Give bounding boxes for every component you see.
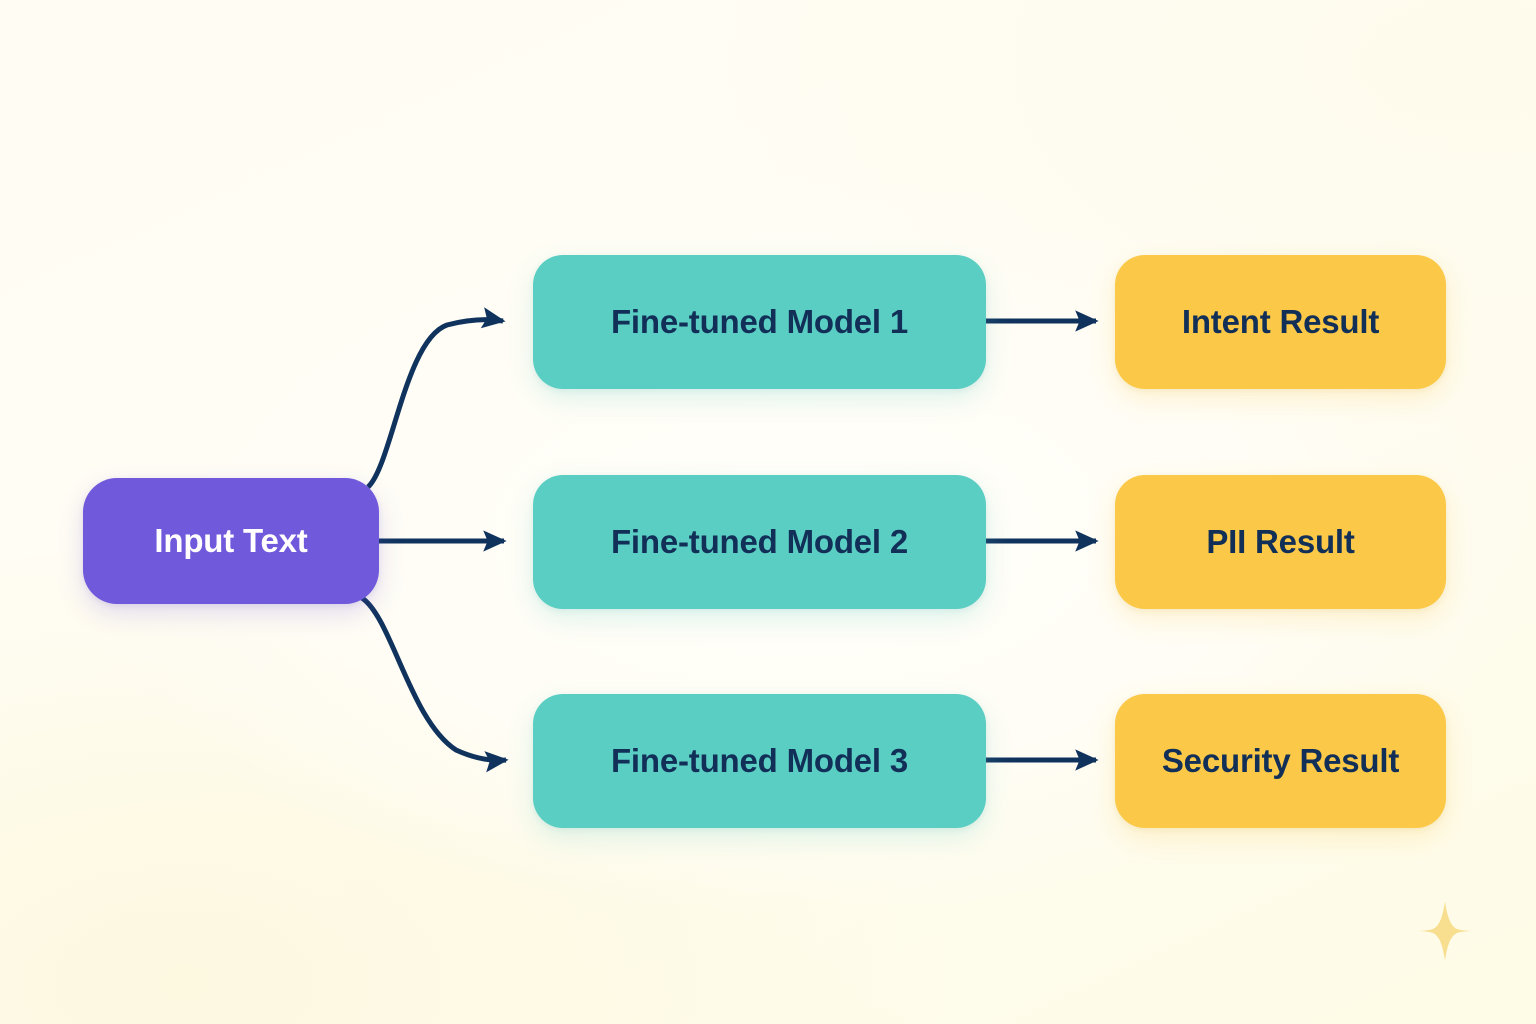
node-intent-result-label: Intent Result bbox=[1181, 302, 1380, 340]
node-intent-result[interactable]: Intent Result bbox=[1115, 255, 1446, 389]
node-fine-tuned-model-2-label: Fine-tuned Model 2 bbox=[610, 522, 909, 560]
node-pii-result-label: PII Result bbox=[1206, 522, 1355, 560]
node-input-text[interactable]: Input Text bbox=[83, 478, 379, 604]
node-security-result-label: Security Result bbox=[1161, 741, 1400, 779]
edge-input-to-model-1 bbox=[366, 307, 506, 489]
node-fine-tuned-model-3[interactable]: Fine-tuned Model 3 bbox=[533, 694, 986, 828]
node-input-text-label: Input Text bbox=[154, 521, 308, 559]
sparkle-four-point-icon bbox=[1415, 901, 1475, 961]
node-fine-tuned-model-2[interactable]: Fine-tuned Model 2 bbox=[533, 475, 986, 609]
node-fine-tuned-model-1-label: Fine-tuned Model 1 bbox=[610, 302, 909, 340]
node-pii-result[interactable]: PII Result bbox=[1115, 475, 1446, 609]
node-fine-tuned-model-3-label: Fine-tuned Model 3 bbox=[610, 741, 909, 779]
node-security-result[interactable]: Security Result bbox=[1115, 694, 1446, 828]
edge-input-to-model-3 bbox=[360, 595, 509, 773]
node-fine-tuned-model-1[interactable]: Fine-tuned Model 1 bbox=[533, 255, 986, 389]
